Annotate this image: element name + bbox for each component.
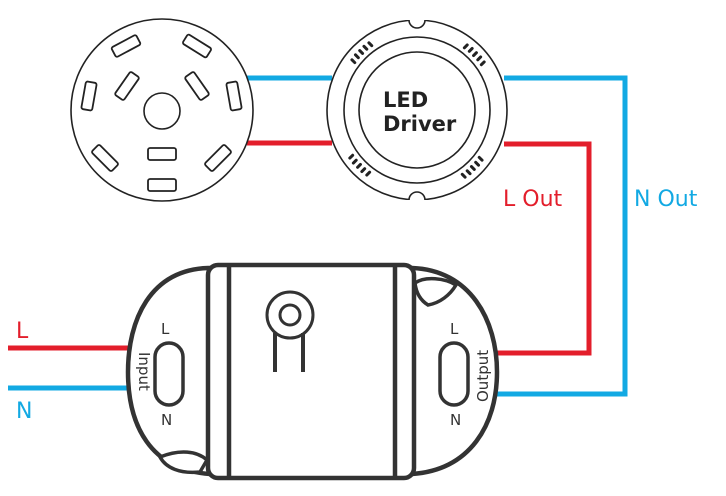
output-l-label: L — [450, 320, 459, 338]
antenna-icon — [265, 290, 315, 372]
input-label: Input — [135, 352, 153, 391]
n-in-label: N — [16, 399, 32, 424]
l-out-wire — [494, 141, 592, 356]
input-terminal — [153, 341, 185, 407]
led-driver: LED Driver — [326, 10, 508, 210]
driver-label-line2: Driver — [383, 112, 457, 136]
output-n-label: N — [450, 411, 461, 429]
l-out-label: L Out — [503, 187, 563, 212]
ceiling-lamp-icon — [70, 18, 254, 202]
driver-label-line1: LED — [383, 88, 428, 112]
l-in-label: L — [16, 319, 29, 344]
output-terminal — [438, 341, 470, 407]
input-n-label: N — [161, 411, 172, 429]
smart-switch-device — [125, 262, 500, 481]
input-l-label: L — [161, 320, 170, 338]
live-wires — [8, 140, 592, 356]
output-label: Output — [474, 350, 492, 402]
n-out-label: N Out — [634, 187, 698, 212]
neutral-wires — [8, 75, 628, 397]
n-out-wire — [494, 75, 628, 397]
driver-vent-icons — [348, 41, 486, 179]
